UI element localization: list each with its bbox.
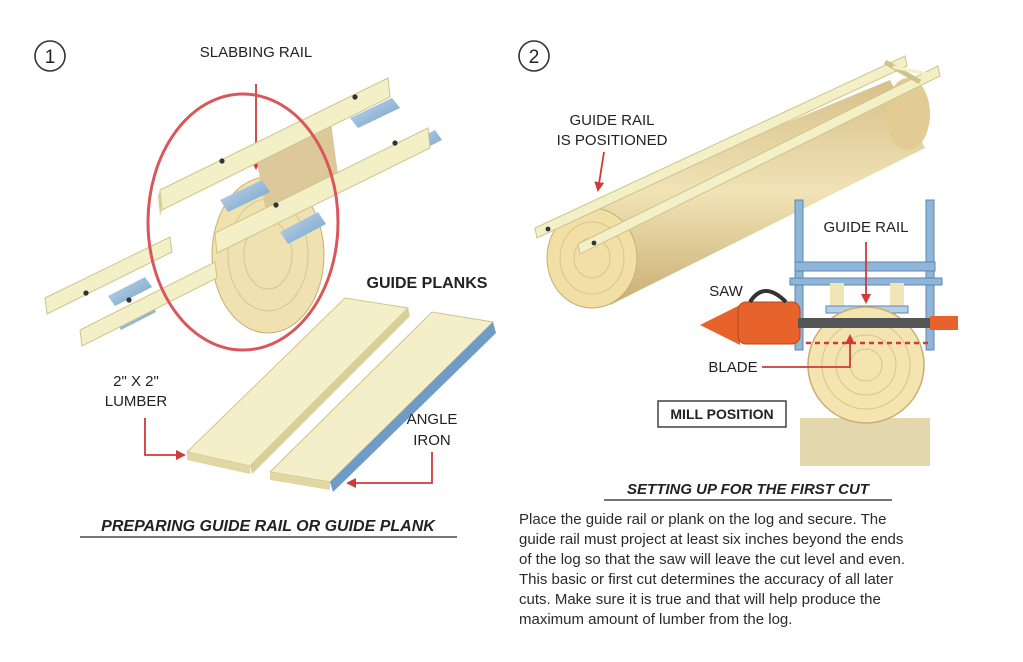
panel-1: 1 SLABBING RAIL GUIDE PLANKS <box>34 40 496 538</box>
slabbing-rail-lower-end <box>79 261 218 347</box>
step-1-circle <box>34 40 66 72</box>
angle-iron-label-line1: ANGLE <box>407 411 458 428</box>
instruction-paragraph: Place the guide rail or plank on the log… <box>519 510 979 630</box>
step-2-number: 2 <box>529 47 540 68</box>
lumber-arrow <box>144 418 186 460</box>
step-2-circle <box>518 40 550 72</box>
panel-2-caption: SETTING UP FOR THE FIRST CUT <box>627 481 871 498</box>
guide-rail-positioned-label-line1: GUIDE RAIL <box>569 112 654 129</box>
paragraph-line: Place the guide rail or plank on the log… <box>519 511 887 528</box>
blade-arrow <box>762 334 855 368</box>
saw-bar <box>798 318 958 328</box>
saw-label: SAW <box>709 283 743 300</box>
mill-log-end <box>807 306 925 424</box>
mill-position-box <box>657 400 787 428</box>
mill-position-label: MILL POSITION <box>670 406 773 422</box>
paragraph-line: cuts. Make sure it is true and that will… <box>519 591 881 608</box>
long-log-body <box>575 80 925 305</box>
angle-iron-arrow <box>346 452 433 488</box>
mill-support-block <box>800 418 930 466</box>
guide-rail-label: GUIDE RAIL <box>823 219 908 236</box>
paragraph-line: maximum amount of lumber from the log. <box>519 611 793 628</box>
lumber-label-line2: LUMBER <box>105 393 168 410</box>
slabbing-rail-upper-end <box>44 236 173 315</box>
guide-planks-label: GUIDE PLANKS <box>367 275 488 292</box>
blade-label: BLADE <box>708 359 757 376</box>
mill-post-right <box>925 199 935 351</box>
guide-rail-positioned-arrow <box>594 151 605 192</box>
slabbing-rail-label: SLABBING RAIL <box>200 44 313 61</box>
angle-iron-label-line2: IRON <box>413 432 451 449</box>
guide-rail-on-log-2 <box>577 65 941 255</box>
slabbing-rail-lower <box>214 127 431 254</box>
angle-iron-edge <box>330 322 496 492</box>
mill-post-left <box>794 199 804 351</box>
mill-crossbar <box>794 261 936 272</box>
angle-iron-piece <box>220 180 270 212</box>
lumber-label-line1: 2" X 2" <box>113 373 159 390</box>
angle-iron-piece <box>350 98 400 128</box>
saw-body <box>737 301 801 345</box>
highlight-circle <box>146 92 340 352</box>
guide-rail-positioned-label-line2: IS POSITIONED <box>557 132 668 149</box>
step-1-number: 1 <box>45 47 56 68</box>
panel-1-caption: PREPARING GUIDE RAIL OR GUIDE PLANK <box>101 518 436 535</box>
angle-iron-piece <box>280 212 326 244</box>
angle-iron-piece <box>108 277 152 306</box>
paragraph-line: guide rail must project at least six inc… <box>519 531 904 548</box>
paragraph-line: of the log so that the saw will leave th… <box>519 551 906 568</box>
paragraph-line: This basic or first cut determines the a… <box>519 571 894 588</box>
panel-2: 2 GUIDE RAIL IS POSITIONED <box>518 40 958 501</box>
saw-handle <box>700 305 740 345</box>
guide-rail-on-log-1 <box>534 55 908 239</box>
